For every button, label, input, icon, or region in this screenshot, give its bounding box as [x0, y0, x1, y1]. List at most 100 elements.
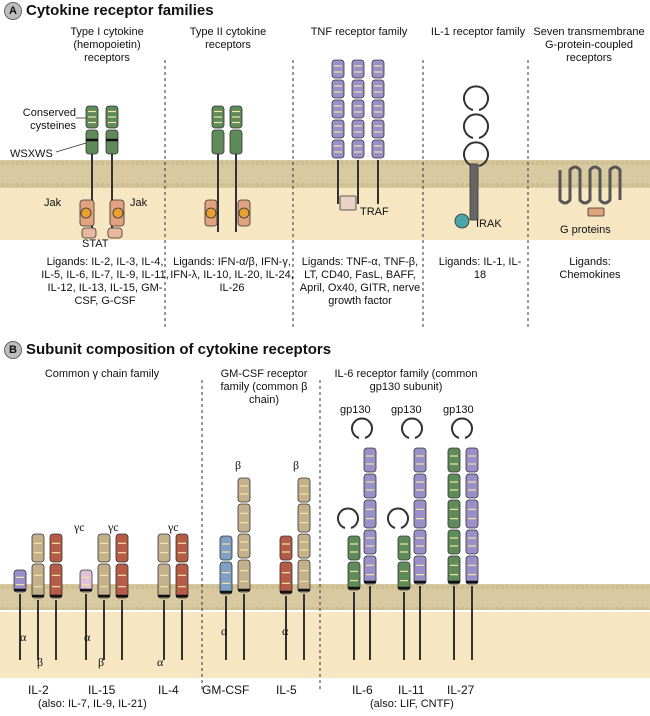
membrane-a-head	[175, 183, 180, 187]
il27-gp130	[465, 529, 479, 555]
membrane-a-head	[635, 183, 640, 187]
membrane-a-head	[560, 161, 565, 165]
membrane-a-head	[60, 161, 65, 165]
membrane-a-head	[390, 183, 395, 187]
membrane-b-head	[330, 585, 335, 589]
membrane-b-head	[340, 585, 345, 589]
receptor-gmcsf: GM-CSF	[202, 683, 250, 697]
gmcsf-alpha	[219, 561, 233, 595]
il11-ig	[387, 507, 409, 529]
membrane-b-head	[560, 585, 565, 589]
membrane-a-head	[0, 183, 5, 187]
tnf-domain	[351, 99, 365, 119]
il5-alpha	[279, 535, 293, 561]
membrane-a-head	[225, 161, 230, 165]
membrane-a-head	[180, 161, 185, 165]
membrane-a-head	[340, 161, 345, 165]
membrane-a-head	[610, 161, 615, 165]
il11-gp130	[413, 473, 427, 499]
membrane-a-head	[530, 183, 535, 187]
type2-domain	[211, 129, 225, 155]
il15-beta	[97, 563, 111, 599]
membrane-b-head	[65, 585, 70, 589]
il1-ligands: Ligands: IL-1, IL-18	[438, 256, 522, 281]
membrane-a-head	[460, 183, 465, 187]
membrane-b-head	[645, 585, 650, 589]
membrane-a-head	[155, 183, 160, 187]
membrane-a-head	[540, 183, 545, 187]
membrane-a-head	[455, 183, 460, 187]
alpha-label-il2: α	[20, 630, 27, 644]
membrane-a-head	[50, 183, 55, 187]
membrane-a-head	[600, 161, 605, 165]
membrane-a-head	[105, 183, 110, 187]
membrane-a-head	[150, 183, 155, 187]
membrane-a-head	[120, 183, 125, 187]
membrane-a-head	[315, 183, 320, 187]
membrane-a-head	[535, 161, 540, 165]
wsxws-label: WSXWS	[10, 148, 53, 160]
membrane-a-head	[570, 161, 575, 165]
membrane-a-head	[130, 161, 135, 165]
membrane-a-head	[595, 161, 600, 165]
membrane-a-head	[190, 161, 195, 165]
membrane-b-head	[255, 585, 260, 589]
membrane-a-head	[485, 183, 490, 187]
membrane-b-head	[605, 585, 610, 589]
membrane-b-head	[45, 585, 50, 589]
membrane-a-head	[55, 161, 60, 165]
il4-gammac	[175, 533, 189, 563]
tnf-heading: TNF receptor family	[310, 26, 408, 38]
il2-beta	[31, 533, 45, 563]
membrane-b-head	[580, 585, 585, 589]
membrane-b-head	[375, 585, 380, 589]
membrane-a-head	[35, 161, 40, 165]
membrane-b-head	[555, 585, 560, 589]
membrane-a-head	[275, 161, 280, 165]
membrane-b-head	[170, 585, 175, 589]
il27-a	[447, 447, 461, 473]
membrane-a-head	[440, 161, 445, 165]
membrane-a-head	[365, 183, 370, 187]
membrane-b-head	[420, 585, 425, 589]
membrane-b-head	[150, 585, 155, 589]
g-protein	[587, 207, 605, 217]
membrane-a-head	[170, 161, 175, 165]
membrane-a-head	[450, 161, 455, 165]
membrane-b-head	[145, 585, 150, 589]
membrane-a-head	[250, 183, 255, 187]
il27-gp130	[465, 555, 479, 585]
membrane-a-head	[630, 161, 635, 165]
membrane-a-head	[425, 161, 430, 165]
il1-heading: IL-1 receptor family	[430, 26, 526, 38]
membrane-a-head	[120, 161, 125, 165]
il27-a	[447, 473, 461, 499]
membrane-a-head	[330, 161, 335, 165]
il27-gp130	[465, 447, 479, 473]
membrane-b-head	[270, 585, 275, 589]
membrane-a-head	[395, 161, 400, 165]
membrane-a-head	[515, 183, 520, 187]
membrane-a-head	[180, 183, 185, 187]
membrane-b-head	[310, 585, 315, 589]
membrane-a-head	[480, 183, 485, 187]
membrane-a-head	[555, 161, 560, 165]
membrane-a-head	[380, 161, 385, 165]
alpha-label-il5: α	[282, 624, 289, 638]
membrane-b-head	[275, 585, 280, 589]
type2-domain	[229, 129, 243, 155]
membrane-a-head	[265, 183, 270, 187]
membrane-a-head	[170, 183, 175, 187]
membrane-a-head	[20, 183, 25, 187]
membrane-b-head	[0, 585, 5, 589]
type1-domain	[105, 129, 119, 155]
membrane-a-head	[445, 161, 450, 165]
membrane-b-head	[575, 585, 580, 589]
membrane-a-head	[70, 183, 75, 187]
membrane-a-head	[265, 161, 270, 165]
membrane-a-head	[400, 161, 405, 165]
il2-beta	[31, 563, 45, 599]
tnf-domain	[351, 119, 365, 139]
membrane-a-head	[5, 161, 10, 165]
membrane-b-head	[500, 585, 505, 589]
